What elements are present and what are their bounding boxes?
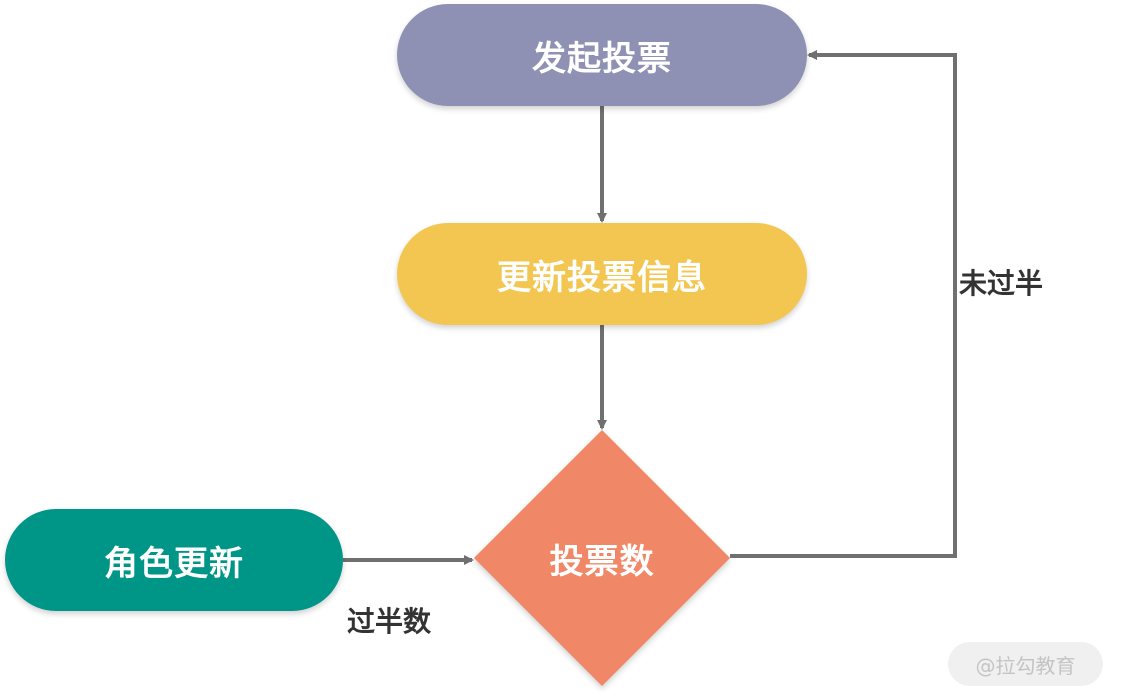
role-update-label: 角色更新 xyxy=(104,543,244,584)
watermark: @拉勾教育 xyxy=(948,642,1103,686)
edge-label-half: 过半数 xyxy=(347,605,432,638)
edge-label-not-half: 未过半 xyxy=(959,267,1044,300)
watermark-text: @拉勾教育 xyxy=(975,653,1076,678)
update-vote-info-label: 更新投票信息 xyxy=(497,257,707,298)
vote-count-label: 投票数 xyxy=(549,541,655,582)
edge-decision-to-start xyxy=(730,50,957,558)
vote-count-decision: 投票数 xyxy=(474,430,730,686)
update-vote-info-node: 更新投票信息 xyxy=(397,223,807,325)
start-vote-label: 发起投票 xyxy=(532,38,672,79)
start-vote-node: 发起投票 xyxy=(397,4,807,106)
role-update-node: 角色更新 xyxy=(5,509,343,611)
decision-diamond xyxy=(474,430,730,686)
